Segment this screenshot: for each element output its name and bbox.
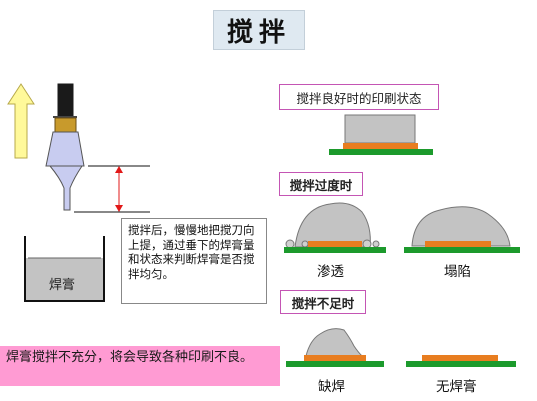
under-none-illustration bbox=[406, 355, 516, 367]
over-bleed-illustration bbox=[284, 202, 386, 253]
good-print-illustration bbox=[329, 114, 433, 155]
caption-no-paste: 无焊膏 bbox=[436, 379, 477, 395]
under-header: 搅拌不足时 bbox=[280, 290, 366, 314]
good-header: 搅拌良好时的印刷状态 bbox=[279, 84, 439, 110]
page-title: 搅拌 bbox=[213, 10, 305, 50]
caption-slump: 塌陷 bbox=[444, 264, 471, 280]
double-arrow-icon bbox=[115, 166, 123, 212]
paste-label: 焊膏 bbox=[49, 278, 76, 293]
up-arrow-icon bbox=[7, 83, 35, 159]
under-insufficient-illustration bbox=[286, 328, 384, 367]
stir-note: 搅拌后，慢慢地把搅刀向上提，通过垂下的焊膏量和状态来判断焊膏是否搅拌均匀。 bbox=[121, 218, 267, 304]
warning-banner: 焊膏搅拌不充分，将会导致各种印刷不良。 bbox=[0, 346, 280, 386]
stirring-blade-icon bbox=[45, 83, 85, 211]
paste-container-icon bbox=[24, 236, 105, 302]
over-header: 搅拌过度时 bbox=[279, 172, 363, 196]
caption-bleed: 渗透 bbox=[317, 264, 344, 280]
caption-insufficient: 缺焊 bbox=[318, 379, 345, 395]
over-slump-illustration bbox=[404, 206, 520, 253]
